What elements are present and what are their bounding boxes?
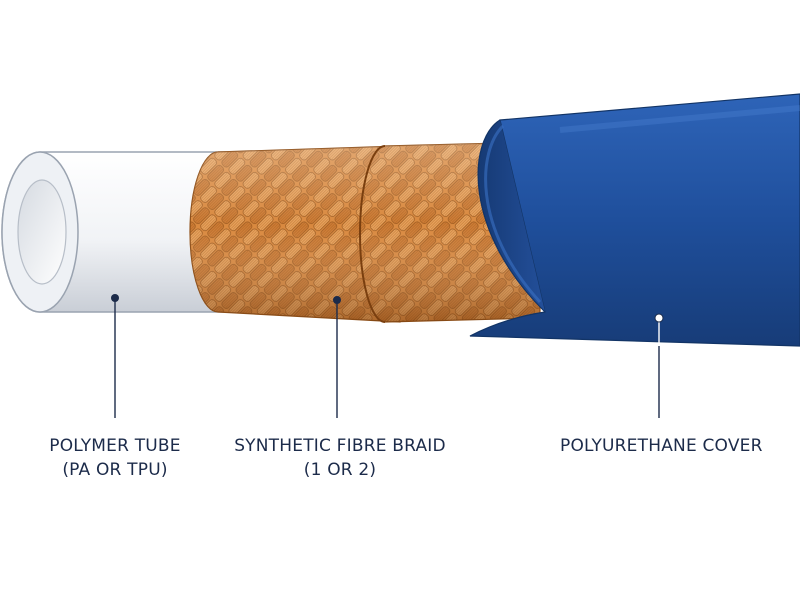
polymer-tube: [1, 151, 233, 313]
fibre-braid-label: SYNTHETIC FIBRE BRAID (1 OR 2): [230, 434, 450, 482]
polyurethane-cover-label: POLYURETHANE COVER: [560, 434, 763, 458]
fibre-braid-label-line2: (1 OR 2): [303, 460, 377, 480]
fibre-braid-label-line1: SYNTHETIC FIBRE BRAID: [234, 436, 446, 456]
polyurethane-cover-label-line1: POLYURETHANE COVER: [560, 436, 763, 456]
polymer-tube-label: POLYMER TUBE (PA OR TPU): [40, 434, 190, 482]
leader-tube: [111, 294, 119, 418]
leader-cover: [654, 313, 664, 418]
fibre-braid-layer-1: [189, 145, 401, 323]
polyurethane-cover: [469, 93, 800, 347]
leader-braid: [333, 296, 341, 418]
polymer-tube-label-line1: POLYMER TUBE: [49, 436, 181, 456]
polymer-tube-label-line2: (PA OR TPU): [62, 460, 168, 480]
